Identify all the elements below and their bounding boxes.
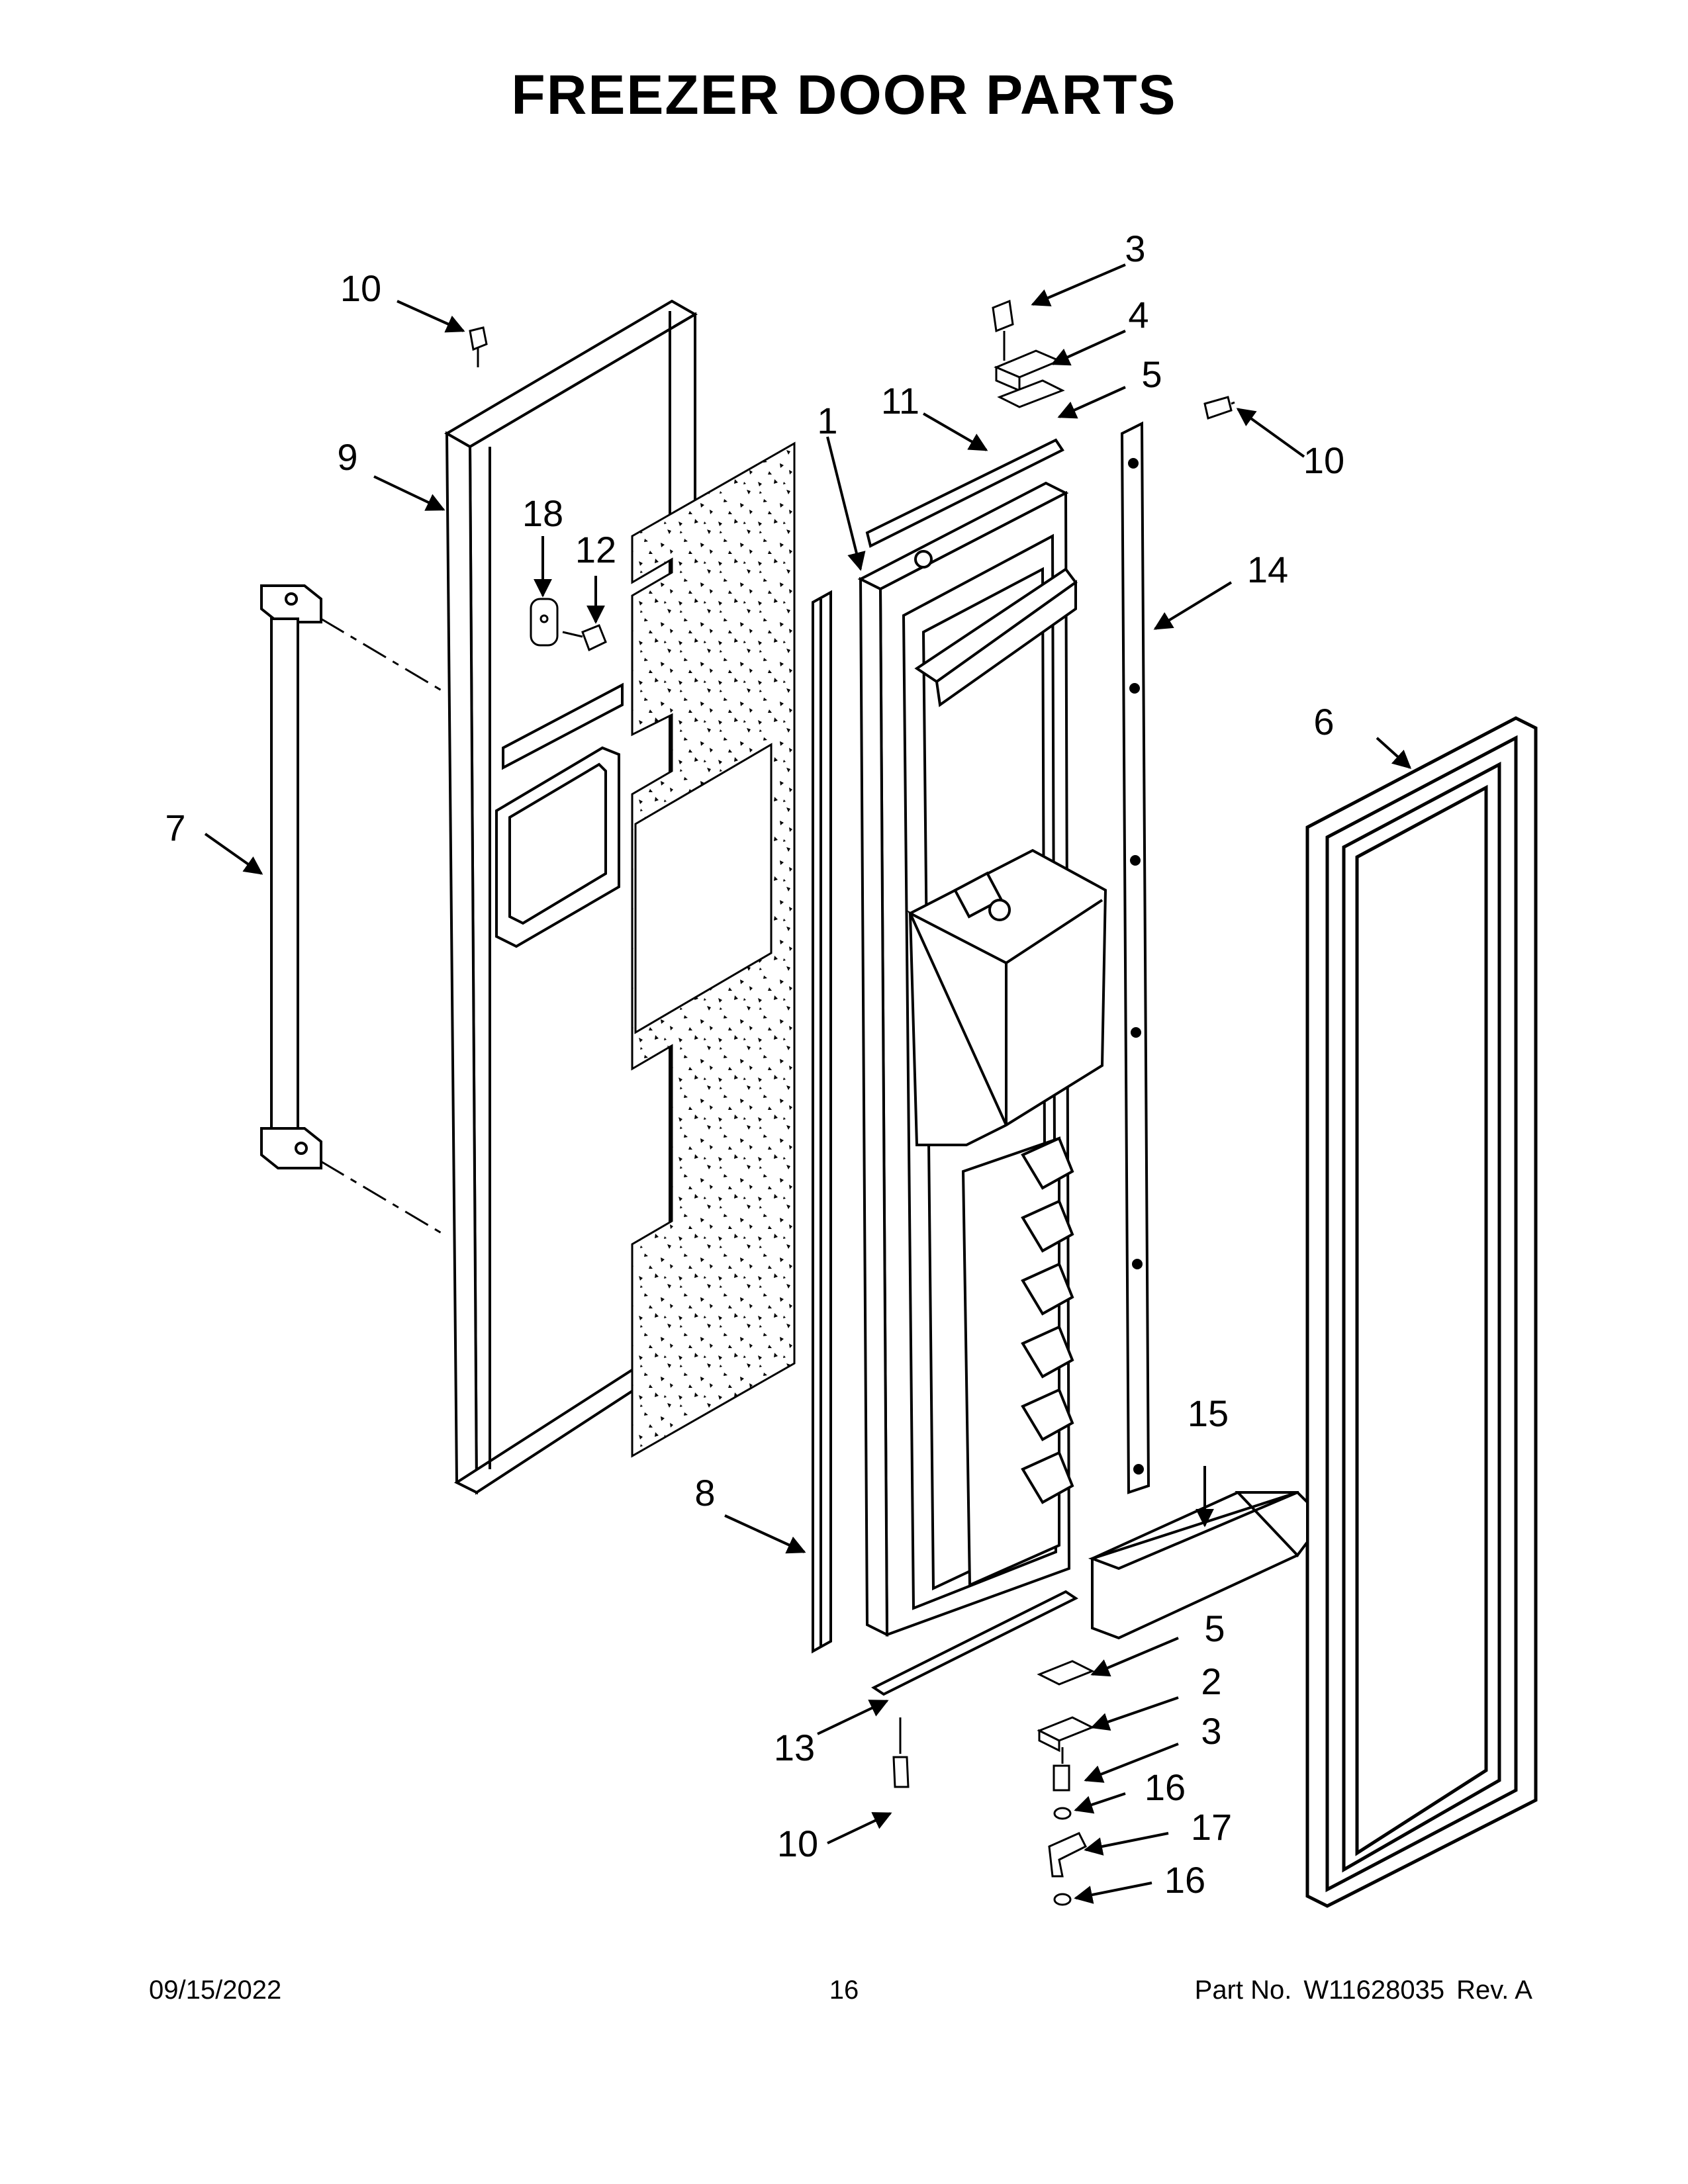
hinge-strip-13	[871, 1590, 1078, 1696]
top-hinge-assembly	[992, 299, 1065, 408]
callout-8: 8	[694, 1472, 715, 1514]
screw-12	[562, 624, 607, 652]
callout-3-bottom: 3	[1201, 1710, 1221, 1752]
screw-10-right	[1203, 396, 1235, 420]
footer-page-number: 16	[829, 1976, 859, 2005]
revision: Rev. A	[1456, 1976, 1532, 2005]
door-liner	[857, 481, 1107, 1637]
door-bin	[1088, 1491, 1309, 1640]
bracket-18	[530, 598, 559, 647]
callout-leaders	[204, 263, 1412, 1904]
callout-18: 18	[522, 492, 563, 534]
handle-leader-lines	[320, 617, 444, 1236]
callout-14: 14	[1247, 549, 1288, 590]
callout-1: 1	[817, 400, 837, 441]
part-label: Part No.	[1194, 1976, 1292, 2005]
callout-5-top: 5	[1141, 353, 1162, 395]
callout-9: 9	[337, 436, 357, 478]
callout-5-bottom: 5	[1204, 1608, 1225, 1649]
callout-4: 4	[1128, 294, 1149, 336]
door-handle	[260, 584, 322, 1169]
callout-11: 11	[881, 380, 919, 422]
callout-2: 2	[1201, 1661, 1221, 1702]
callout-12: 12	[575, 529, 616, 570]
insulation-panel	[631, 441, 796, 1458]
callout-7: 7	[165, 807, 185, 848]
callout-16-lower: 16	[1164, 1859, 1205, 1901]
callout-10-bottom: 10	[777, 1823, 818, 1864]
dispenser-recess-gasket	[495, 682, 624, 948]
part-number: W11628035	[1303, 1976, 1445, 2005]
callout-13: 13	[774, 1727, 815, 1768]
callout-17: 17	[1191, 1806, 1232, 1848]
footer-date: 09/15/2022	[149, 1976, 282, 2005]
screw-10-bottom	[892, 1717, 910, 1788]
door-gasket	[1305, 716, 1538, 1908]
trim-strip-14	[1120, 421, 1150, 1494]
bottom-hinge-assembly	[1037, 1660, 1095, 1906]
callout-6: 6	[1313, 701, 1334, 743]
callout-10-top-left: 10	[340, 267, 381, 309]
screw-10-left	[469, 326, 488, 367]
hinge-strip-11	[865, 438, 1064, 548]
callout-16-upper: 16	[1145, 1766, 1186, 1808]
callout-3-top: 3	[1125, 228, 1145, 269]
trim-strip-8	[812, 590, 832, 1654]
callout-10-top-right: 10	[1303, 439, 1344, 481]
callout-15: 15	[1188, 1392, 1229, 1434]
page-title: FREEZER DOOR PARTS	[511, 64, 1177, 126]
footer-part-number: Part No. W11628035 Rev. A	[1183, 1976, 1532, 2005]
